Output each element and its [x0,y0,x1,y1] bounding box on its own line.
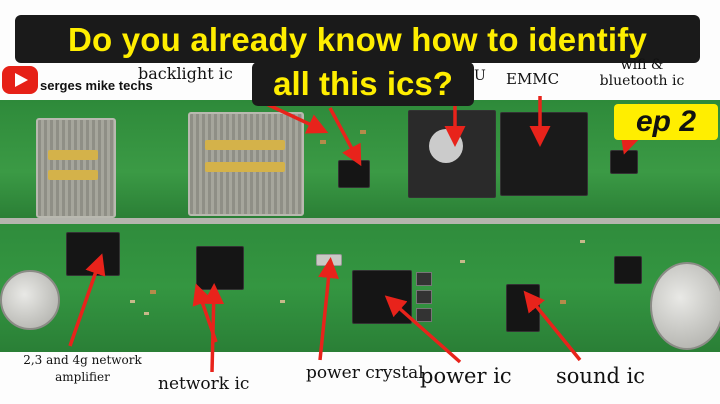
capacitor [360,130,366,134]
coil [416,308,432,322]
label-power-ic: power ic [420,364,512,388]
sim-contact [205,140,285,150]
label-wifi-bluetooth-ic: wifi & bluetooth ic [599,57,685,89]
capacitor [150,290,156,294]
episode-badge [614,104,718,140]
title-banner-2 [252,62,474,106]
crystal-arrow [318,257,339,361]
pad [580,240,585,243]
label-sound-ic: sound ic [556,364,646,388]
power-arrow [384,295,462,364]
screw-disc [0,270,60,330]
label-backlight-ic: backlight ic [138,64,233,83]
episode-label: ep 2 [635,105,697,138]
pad [130,300,135,303]
vibrator-disc [650,262,720,350]
title-line-2: all this ics? [273,65,453,102]
youtube-play-icon [2,66,38,94]
sim-tray-left [36,118,116,218]
label-network-ic: network ic [158,374,250,394]
backlight-arrow-2 [328,107,362,167]
amplifier-arrow [68,253,106,347]
coil [416,290,432,304]
board-seam [0,218,720,224]
label-emmc: EMMC [506,70,560,88]
small-chip [614,256,642,284]
label-power-crystal: power crystal [306,363,424,383]
network-arrow-2 [192,283,218,343]
pad [460,260,465,263]
title-banner [15,15,700,63]
sim-contact [205,162,285,172]
label-network-amplifier: 2,3 and 4g network amplifier [23,353,142,384]
coil [416,272,432,286]
pad [144,312,149,315]
capacitor [560,300,566,304]
title-line-1: Do you already know how to identify [67,21,648,58]
sim-contact [48,150,98,160]
sound-arrow [523,290,582,362]
label-cpu: U [474,68,486,84]
pad [280,300,285,303]
capacitor [320,140,326,144]
channel-name: serges mike techs [40,78,153,93]
sim-contact [48,170,98,180]
